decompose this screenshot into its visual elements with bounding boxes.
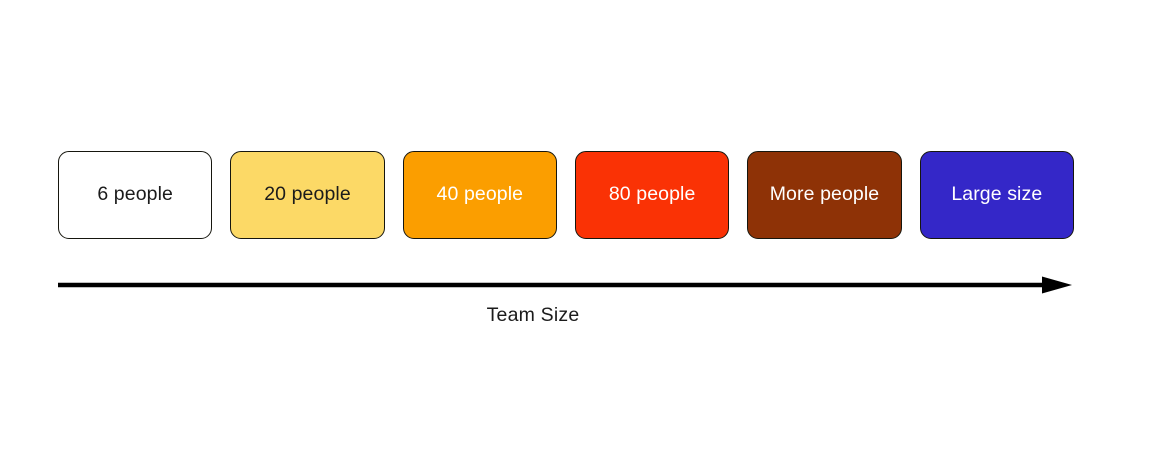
stage-box-40-people[interactable]: 40 people	[402, 151, 557, 239]
stage-box-label: 20 people	[264, 183, 351, 206]
stage-box-label: More people	[769, 183, 880, 206]
stage-box-label: Large size	[951, 183, 1043, 206]
axis-label: Team Size	[486, 304, 580, 326]
stage-box-row: 6 people 20 people 40 people 80 people M…	[58, 151, 1074, 239]
stage-box-20-people[interactable]: 20 people	[230, 151, 385, 239]
stage-box-label: 80 people	[608, 183, 696, 206]
stage-box-6-people[interactable]: 6 people	[58, 151, 213, 239]
stage-box-label: 40 people	[436, 183, 524, 206]
stage-box-large-size[interactable]: Large size	[919, 151, 1074, 239]
stage-box-80-people[interactable]: 80 people	[574, 151, 730, 239]
stage-box-more-people[interactable]: More people	[747, 151, 902, 239]
axis-arrow-icon	[58, 276, 1072, 294]
stage-box-label: 6 people	[97, 183, 173, 206]
